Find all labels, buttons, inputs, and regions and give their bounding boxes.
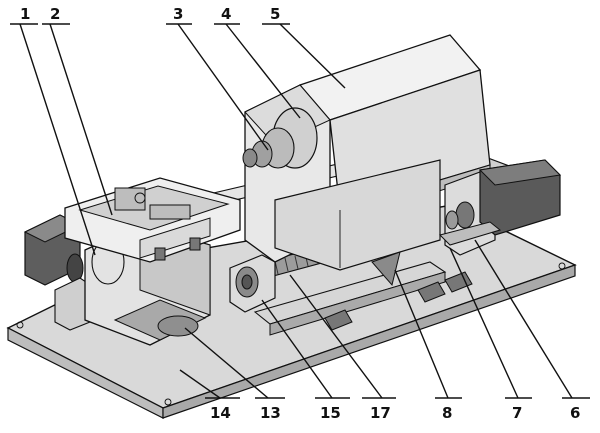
label-2: 2 — [50, 5, 60, 23]
spindle-housing — [242, 34, 491, 287]
label-1: 1 — [20, 5, 30, 23]
rail-clamps — [324, 271, 473, 331]
label-8: 8 — [442, 404, 452, 422]
right-motor — [439, 159, 562, 256]
label-14: 14 — [210, 404, 231, 422]
fixture-box — [64, 177, 241, 263]
label-15: 15 — [320, 404, 341, 422]
label-7: 7 — [512, 404, 522, 422]
label-6: 6 — [570, 404, 580, 422]
leader-lines — [10, 23, 590, 399]
label-17: 17 — [370, 404, 391, 422]
label-4: 4 — [221, 5, 231, 23]
label-3: 3 — [173, 5, 183, 23]
label-13: 13 — [260, 404, 281, 422]
part-labels: 1 2 3 4 5 6 7 8 13 14 15 17 — [20, 5, 580, 422]
label-5: 5 — [270, 5, 280, 23]
